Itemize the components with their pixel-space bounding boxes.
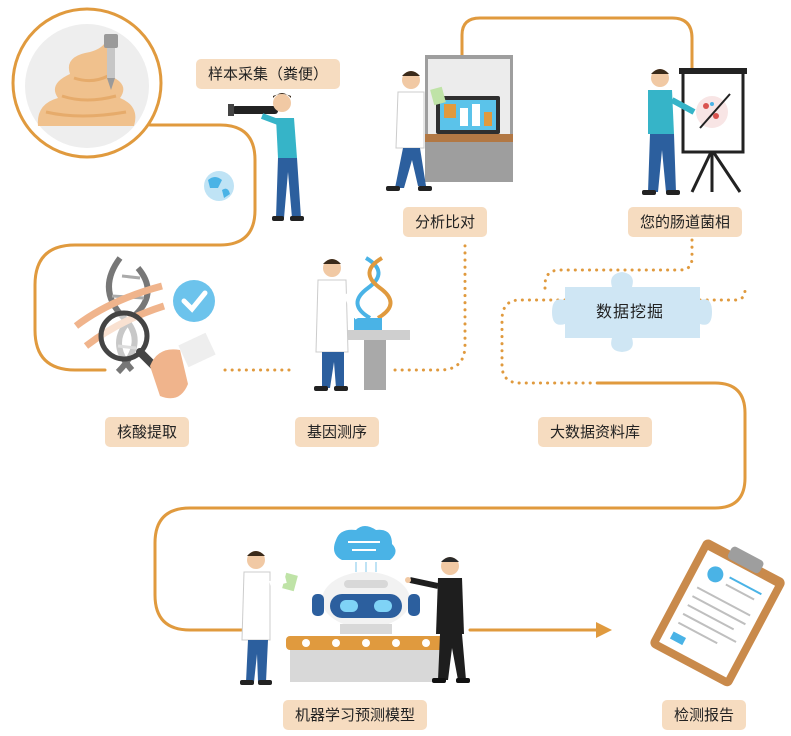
sequencing-scientist-icon <box>314 256 410 391</box>
workflow-path <box>33 16 747 632</box>
step-label-sample-collection: 样本采集（粪便） <box>196 59 341 89</box>
step-label-gut-flora: 您的肠道菌相 <box>628 207 743 237</box>
telescope-person-icon <box>228 93 304 221</box>
step-label-data-mining: 数据挖掘 <box>595 302 664 321</box>
step-label-big-database: 大数据资料库 <box>538 417 653 447</box>
clipboard-report-icon <box>650 539 785 687</box>
step-label-report: 检测报告 <box>662 700 747 730</box>
globe-icon <box>204 171 234 201</box>
presenter-flipchart-icon <box>642 68 747 195</box>
step-label-nucleic-extraction: 核酸提取 <box>105 417 190 447</box>
arrow-head <box>596 622 612 638</box>
puzzle-piece-icon <box>552 272 712 352</box>
dotted-connectors <box>223 238 747 385</box>
step-label-gene-sequencing: 基因测序 <box>295 417 380 447</box>
poop-sample-icon <box>11 7 163 159</box>
ml-robot-icon <box>286 526 446 682</box>
analysis-lab-icon <box>386 55 513 191</box>
step-label-ml-model: 机器学习预测模型 <box>283 700 428 730</box>
businessman-figure-icon <box>405 557 470 683</box>
doctor-figure-icon <box>240 551 298 685</box>
step-label-comparison: 分析比对 <box>403 207 488 237</box>
dna-extraction-icon <box>73 256 216 399</box>
